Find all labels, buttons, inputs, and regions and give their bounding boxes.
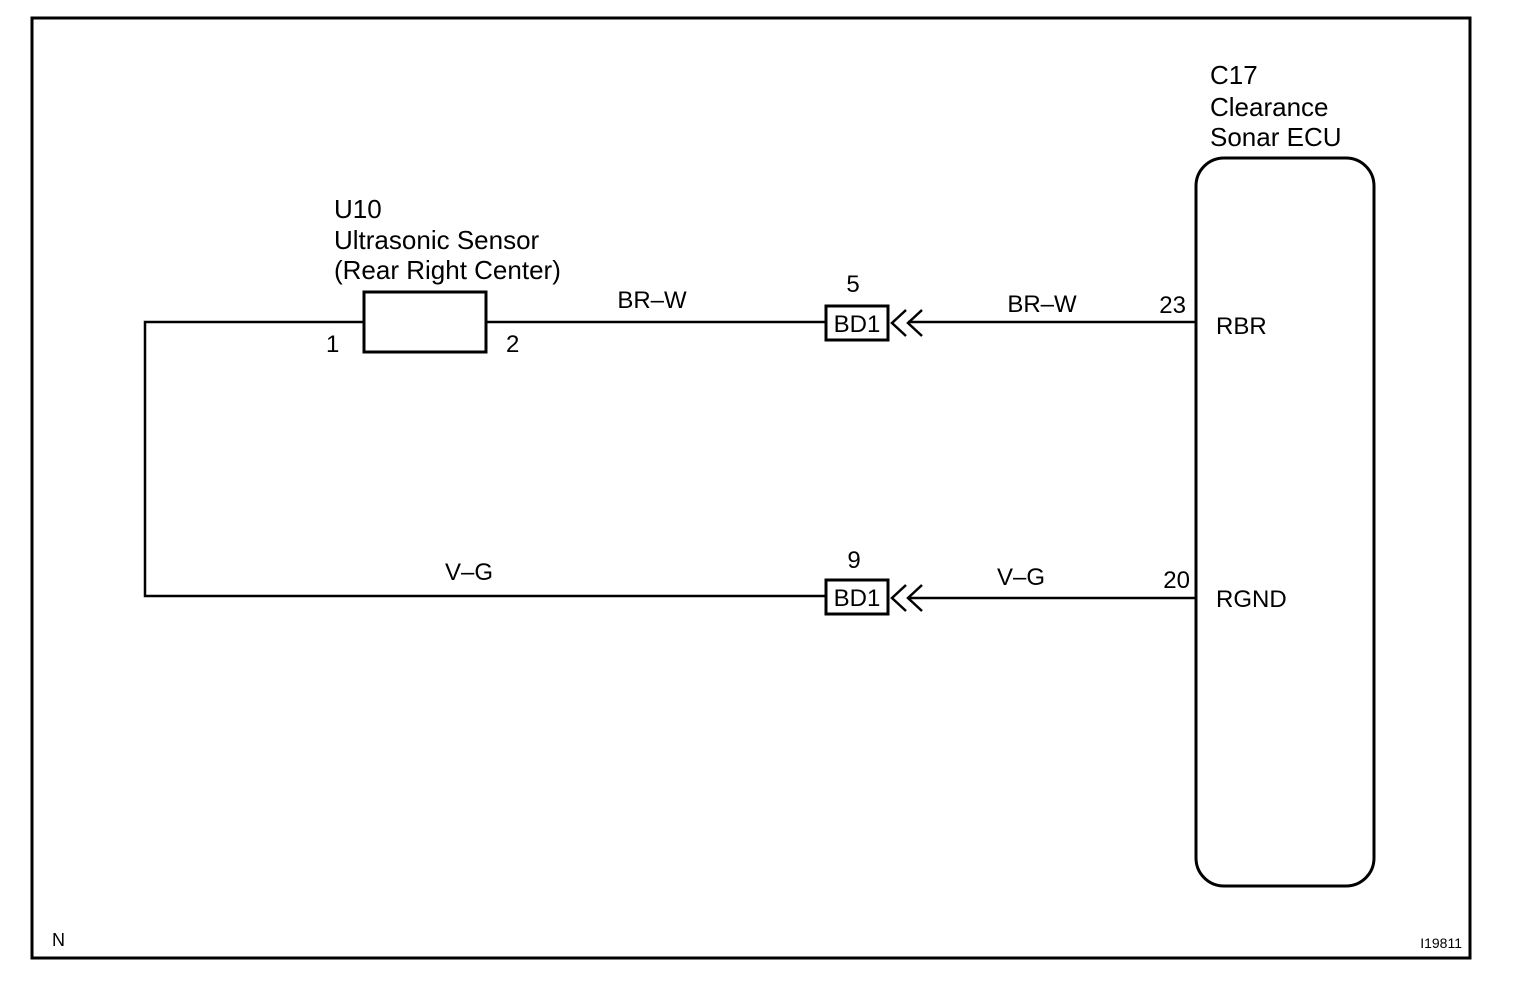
wire-label-br-w-right: BR–W: [1007, 291, 1077, 318]
ecu-terminal-rgnd: RGND: [1216, 586, 1287, 613]
ecu-code: C17: [1210, 60, 1258, 90]
figure-id: I19811: [1420, 935, 1462, 951]
sensor-pin-1: 1: [326, 331, 339, 358]
sensor-body: [362, 290, 488, 354]
ecu-pin-20: 20: [1163, 567, 1190, 594]
ecu-body: [1194, 156, 1376, 888]
connector-name: BD1: [834, 311, 881, 338]
ecu-pin-23: 23: [1159, 292, 1186, 319]
wire-label-br-w-left: BR–W: [617, 287, 687, 314]
connector-body: [824, 578, 890, 616]
ecu-name-line-2: Sonar ECU: [1210, 122, 1342, 152]
connector-bd1-pin-5: BD1 5: [824, 271, 923, 342]
wires: [143, 320, 1196, 600]
sensor-position: (Rear Right Center): [334, 255, 561, 285]
sensor-pin-2: 2: [506, 331, 519, 358]
wire-label-v-g-right: V–G: [997, 564, 1045, 591]
ecu-name-line-1: Clearance: [1210, 92, 1329, 122]
corner-letter: N: [52, 930, 65, 950]
wire-ground-loop: [143, 320, 826, 598]
ecu-terminal-rbr: RBR: [1216, 313, 1267, 340]
ultrasonic-sensor: U10 Ultrasonic Sensor (Rear Right Center…: [326, 194, 561, 358]
wire-label-v-g-left: V–G: [445, 559, 493, 586]
connector-chevron-icon: [890, 584, 923, 612]
diagram-frame: [30, 16, 1472, 960]
connector-body: [824, 304, 890, 342]
connector-pin: 5: [846, 271, 859, 298]
connector-name: BD1: [834, 585, 881, 612]
connector-chevron-icon: [890, 309, 923, 337]
sensor-code: U10: [334, 194, 382, 224]
connector-bd1-pin-9: BD1 9: [824, 547, 923, 616]
sensor-name: Ultrasonic Sensor: [334, 225, 540, 255]
clearance-sonar-ecu: C17 Clearance Sonar ECU 23 20 RBR RGND: [1159, 60, 1376, 888]
connector-pin: 9: [847, 547, 860, 574]
